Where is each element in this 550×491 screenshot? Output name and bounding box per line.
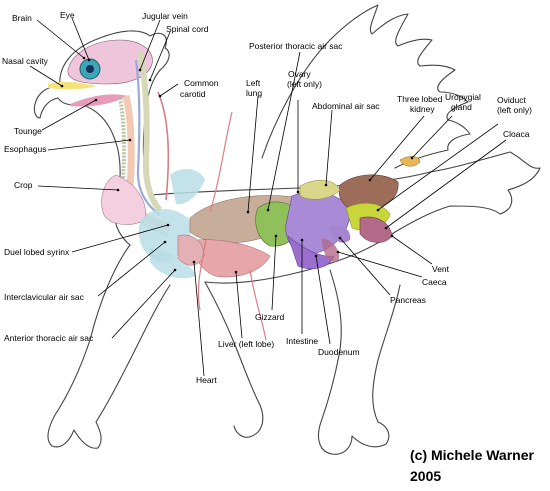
common-carotid-shape [157, 91, 170, 201]
liver-shape [194, 239, 271, 278]
copyright-line1: (c) Michele Warner [410, 447, 535, 463]
label-oviduct-1: Oviduct [497, 95, 526, 105]
heart-shape [177, 234, 205, 266]
label-cloaca: Cloaca [503, 129, 530, 139]
label-liver: Liver (left lobe) [218, 339, 274, 349]
label-left-lung-1: Left [246, 78, 261, 88]
cloaca-shape [359, 216, 393, 243]
label-eye: Eye [60, 10, 75, 20]
label-brain: Brain [12, 13, 32, 23]
label-intestine: Intestine [286, 336, 318, 346]
anterior-thoracic-air-sac-shape [150, 248, 196, 279]
ovary-shape [299, 179, 341, 200]
label-anterior-thoracic-air-sac: Anterior thoracic air sac [4, 333, 94, 343]
label-three-lobed-kidney-1: Three lobed [397, 94, 443, 104]
uropygial-gland-shape [399, 156, 421, 167]
spinal-cord-shape [137, 51, 163, 213]
label-three-lobed-kidney-2: kidney [410, 104, 435, 114]
label-tounge: Tounge [14, 126, 42, 136]
label-vent: Vent [432, 264, 450, 274]
label-heart: Heart [196, 375, 217, 385]
jugular-vein-shape [134, 59, 161, 216]
label-crop: Crop [14, 180, 33, 190]
copyright-line2: 2005 [410, 468, 441, 484]
nasal-cavity-shape [48, 81, 96, 90]
label-ovary-1: Ovary [288, 69, 311, 79]
label-oviduct-2: (left only) [497, 105, 532, 115]
label-jugular-vein: Jugular vein [142, 11, 188, 21]
label-abdominal-air-sac: Abdominal air sac [312, 101, 380, 111]
label-esophagus: Esophagus [4, 144, 47, 154]
neck-structures [101, 51, 172, 237]
label-caeca: Caeca [422, 277, 447, 287]
crop-shape [101, 174, 146, 225]
label-posterior-thoracic-air-sac: Posterior thoracic air sac [249, 41, 343, 51]
label-common-carotid-1: Common [184, 78, 219, 88]
label-uropygial-gland-1: Uropygial [445, 92, 481, 102]
label-ovary-2: (left only) [287, 79, 322, 89]
pancreas-shape [330, 224, 351, 243]
pupil-shape [86, 65, 94, 73]
vessels-shape [197, 111, 267, 341]
label-common-carotid-2: carotid [180, 89, 206, 99]
label-uropygial-gland-2: gland [451, 102, 472, 112]
head-organs [48, 39, 153, 107]
label-interclavicular-air-sac: Interclavicular air sac [4, 292, 85, 302]
air-sac-upper-shape [170, 168, 205, 205]
labels: Brain Eye Jugular vein Spinal cord Nasal… [2, 10, 532, 385]
trachea-shape [118, 97, 169, 237]
copyright: (c) Michele Warner 2005 [410, 447, 535, 484]
label-pancreas: Pancreas [390, 295, 426, 305]
label-duodenum: Duodenum [318, 347, 360, 357]
body-organs [138, 111, 421, 341]
label-gizzard: Gizzard [255, 312, 285, 322]
label-left-lung-2: lung [246, 88, 262, 98]
label-spinal-cord: Spinal cord [166, 24, 209, 34]
label-nasal-cavity: Nasal cavity [2, 56, 49, 66]
label-duel-lobed-syrinx: Duel lobed syrinx [4, 247, 70, 257]
caeca-shape [322, 238, 340, 263]
tongue-shape [70, 94, 128, 107]
leader-lines [29, 17, 507, 377]
